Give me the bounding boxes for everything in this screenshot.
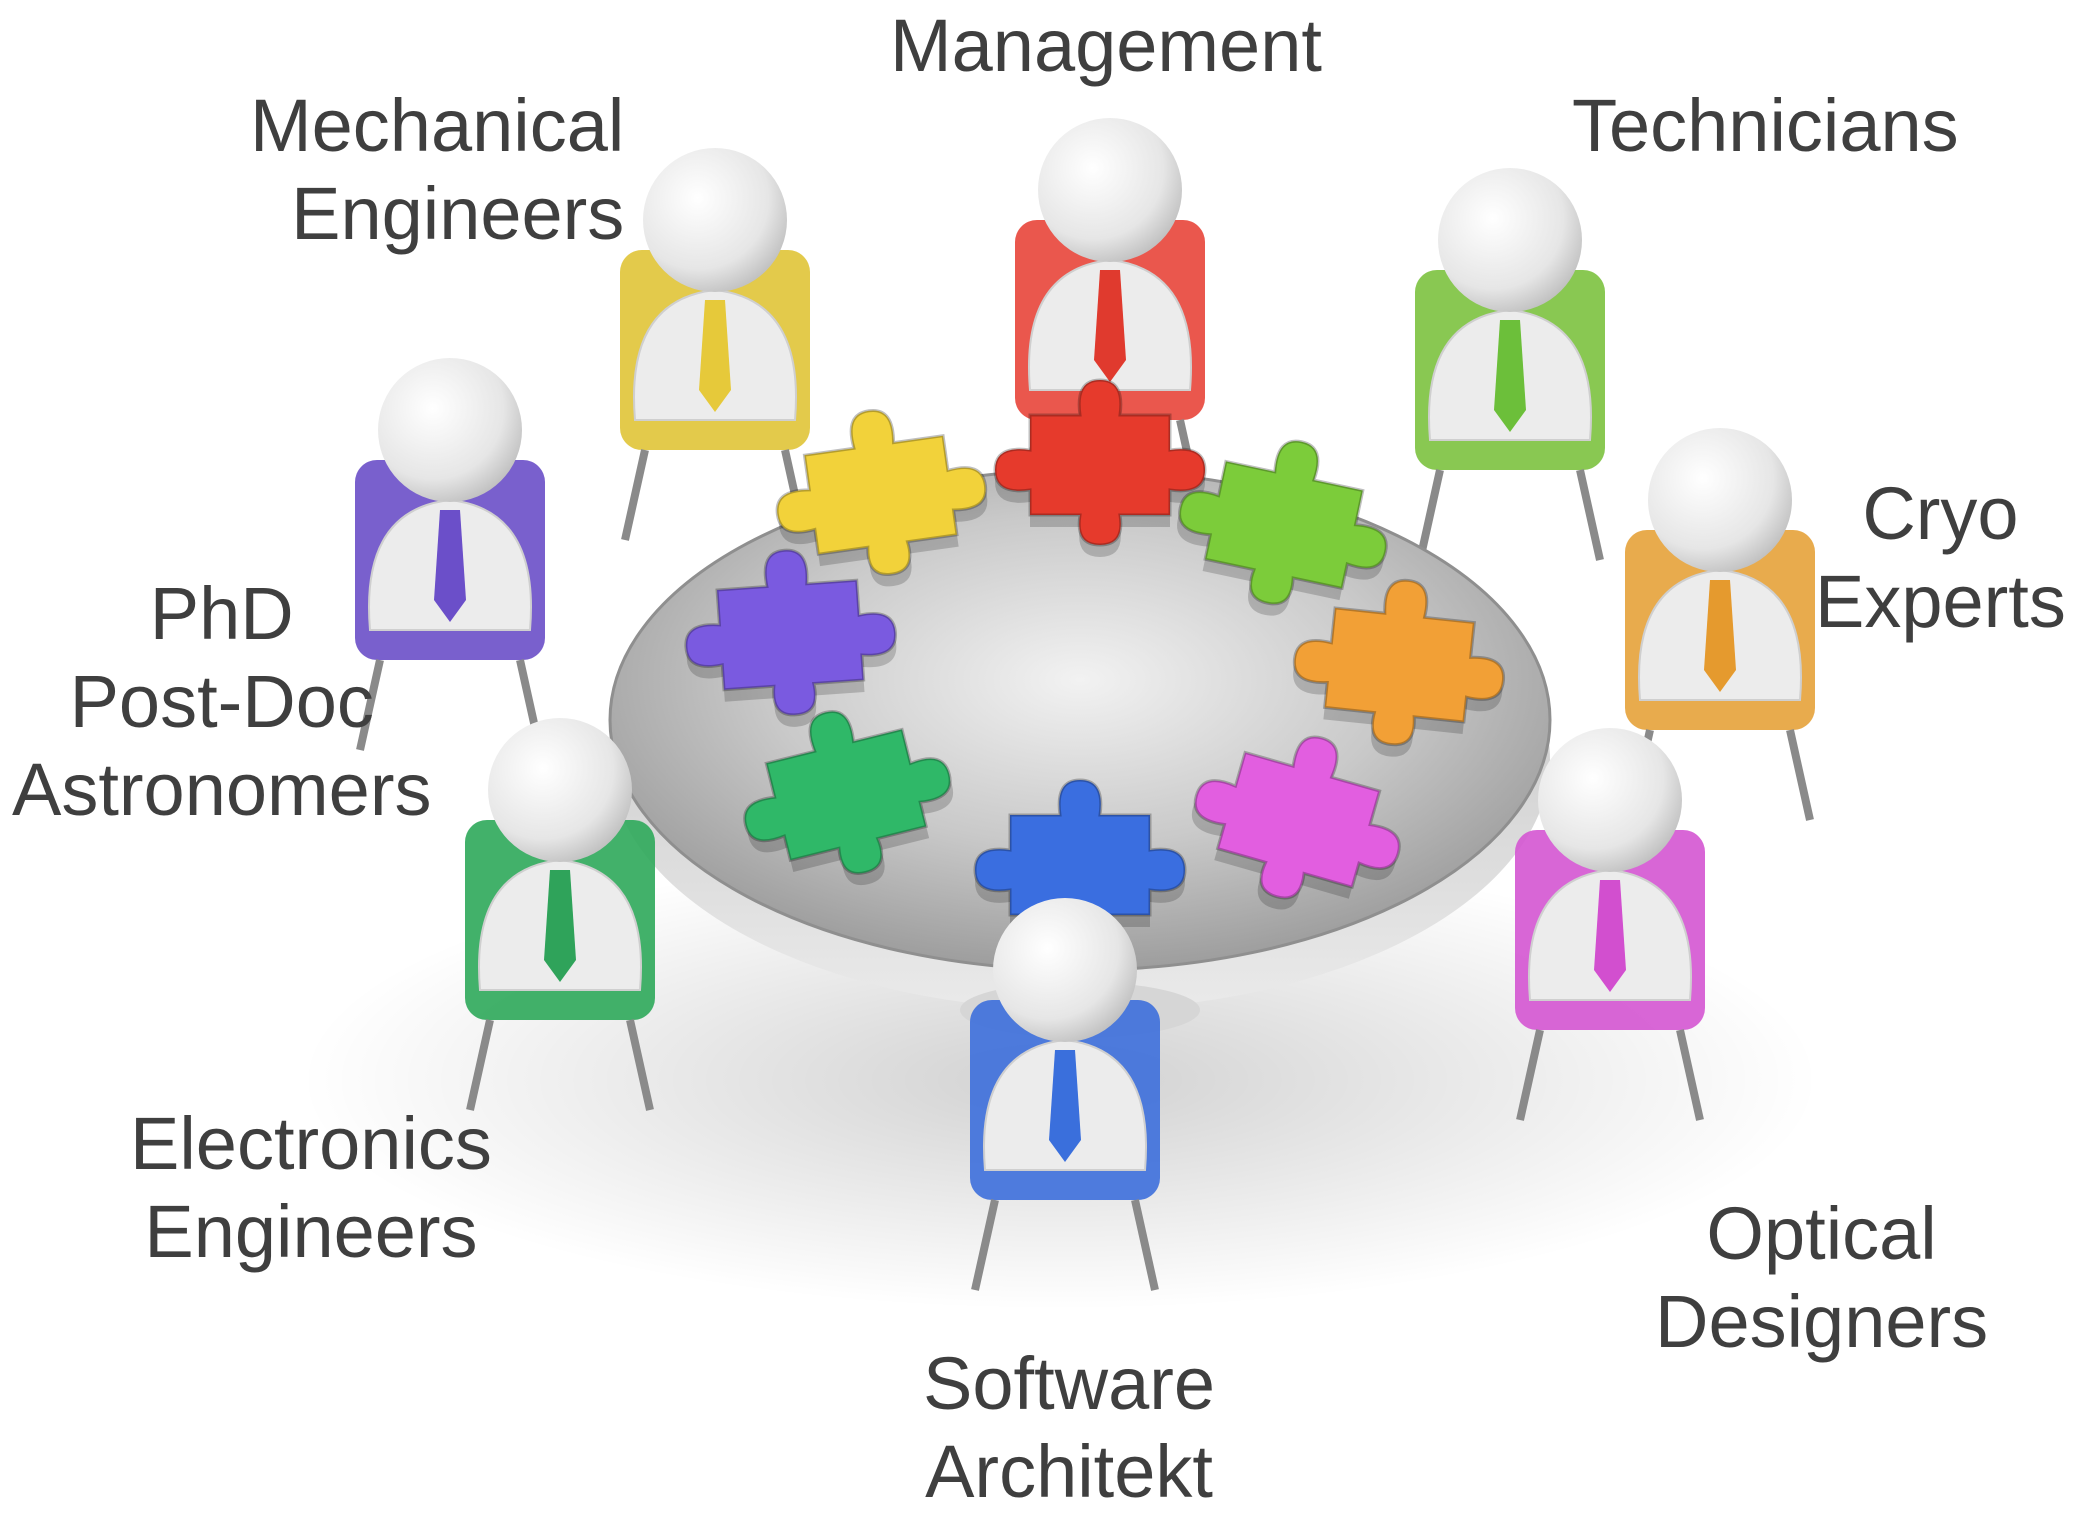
puzzle-piece-technicians xyxy=(1177,439,1388,616)
label-line: Mechanical xyxy=(250,84,625,167)
chair-leg xyxy=(1516,1029,1544,1121)
tie-electronics-engineers xyxy=(544,870,576,982)
label-line: Electronics xyxy=(130,1102,492,1185)
puzzle-piece-mechanical-engineers xyxy=(775,409,988,587)
head-optical-designers xyxy=(1538,728,1682,872)
person-technicians xyxy=(1415,168,1605,561)
label-management: Management xyxy=(890,2,1322,90)
chair-leg xyxy=(621,449,649,541)
chair-leg xyxy=(356,659,384,751)
person-optical-designers xyxy=(1515,728,1705,1121)
puzzle-piece-electronics-engineers xyxy=(743,710,954,886)
puzzle-piece-optical-designers xyxy=(1191,735,1401,910)
label-line: Experts xyxy=(1815,560,2066,643)
tie-management xyxy=(1094,270,1126,382)
chair-leg xyxy=(1576,469,1604,561)
label-line: Designers xyxy=(1655,1280,1989,1363)
person-mechanical-engineers xyxy=(620,148,810,541)
head-technicians xyxy=(1438,168,1582,312)
label-line: Engineers xyxy=(291,172,625,255)
chair-leg xyxy=(1131,1199,1159,1291)
tie-phd-postdoc-astronomers xyxy=(434,510,466,622)
tie-mechanical-engineers xyxy=(699,300,731,412)
head-mechanical-engineers xyxy=(643,148,787,292)
person-phd-postdoc-astronomers xyxy=(355,358,545,751)
chair-leg xyxy=(1416,469,1444,561)
label-line: Cryo xyxy=(1862,472,2019,555)
puzzle-piece-management xyxy=(993,378,1207,557)
chair-leg xyxy=(1786,729,1814,821)
label-line: Astronomers xyxy=(12,748,432,831)
tie-technicians xyxy=(1494,320,1526,432)
label-line: Optical xyxy=(1706,1192,1937,1275)
label-technicians: Technicians xyxy=(1572,82,1959,170)
label-line: Post-Doc xyxy=(69,660,374,743)
tie-optical-designers xyxy=(1594,880,1626,992)
puzzle-piece-phd-postdoc-astronomers xyxy=(684,548,897,727)
head-software-architekt xyxy=(993,898,1137,1042)
head-cryo-experts xyxy=(1648,428,1792,572)
tie-cryo-experts xyxy=(1704,580,1736,692)
puzzle-piece-cryo-experts xyxy=(1292,578,1505,757)
person-cryo-experts xyxy=(1625,428,1815,821)
label-line: Software xyxy=(923,1342,1216,1425)
tie-software-architekt xyxy=(1049,1050,1081,1162)
chair-leg xyxy=(1676,1029,1704,1121)
person-electronics-engineers xyxy=(465,718,655,1111)
label-line: Engineers xyxy=(144,1190,478,1273)
label-line: Technicians xyxy=(1572,84,1959,167)
head-electronics-engineers xyxy=(488,718,632,862)
label-line: Management xyxy=(890,4,1322,87)
label-line: PhD xyxy=(149,572,294,655)
label-line: Architekt xyxy=(925,1430,1213,1513)
chair-leg xyxy=(626,1019,654,1111)
head-phd-postdoc-astronomers xyxy=(378,358,522,502)
chair-leg xyxy=(971,1199,999,1291)
head-management xyxy=(1038,118,1182,262)
person-software-architekt xyxy=(970,898,1160,1291)
chair-leg xyxy=(466,1019,494,1111)
